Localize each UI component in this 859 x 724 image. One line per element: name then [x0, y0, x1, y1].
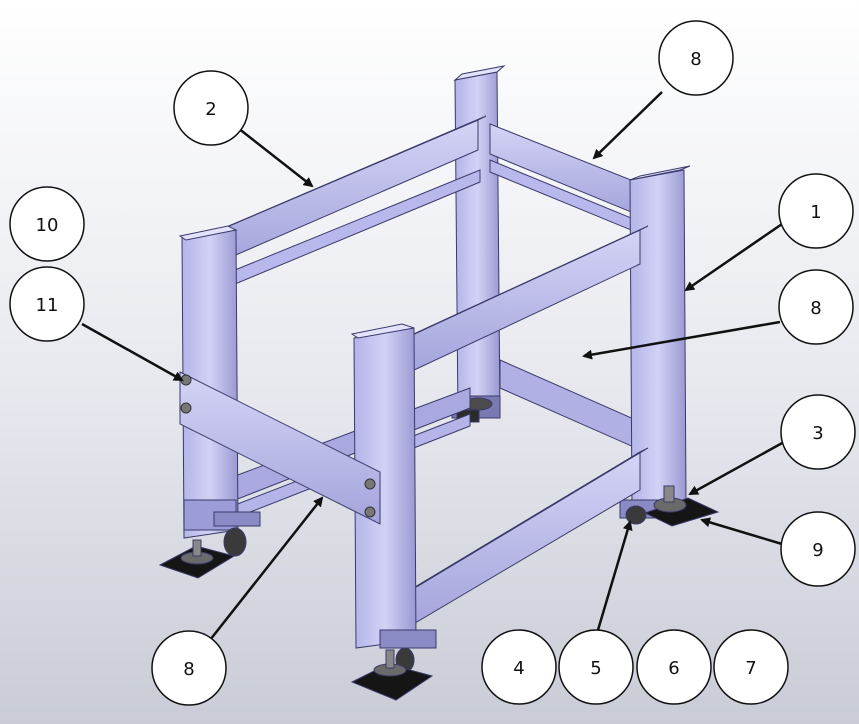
leader-4-7 — [596, 520, 633, 631]
post-back-left — [178, 225, 239, 539]
svg-text:11: 11 — [36, 295, 59, 316]
svg-text:8: 8 — [810, 298, 821, 319]
caster-back-left — [213, 511, 261, 557]
leveling-foot-front-left — [350, 629, 437, 701]
callout-bubble-8-mid: 8 — [778, 269, 854, 345]
svg-text:5: 5 — [590, 658, 601, 679]
svg-text:9: 9 — [812, 540, 823, 561]
beam-top-front — [409, 225, 649, 373]
svg-text:8: 8 — [690, 49, 701, 70]
beam-top-back — [214, 115, 487, 285]
callout-bubble-10: 10 — [9, 186, 85, 262]
leader-lines — [81, 91, 785, 641]
leader-8-mid — [582, 320, 781, 360]
svg-text:6: 6 — [668, 658, 679, 679]
callout-bubble-11: 11 — [9, 266, 85, 342]
svg-text:7: 7 — [745, 658, 756, 679]
leveling-foot-front-right — [619, 485, 720, 527]
callout-bubble-4: 4 — [481, 629, 557, 705]
leader-11 — [81, 322, 184, 382]
callout-bubble-2: 2 — [173, 70, 249, 146]
callout-bubble-8-bottom: 8 — [151, 630, 227, 706]
callout-bubble-8-top: 8 — [658, 20, 734, 96]
post-front-left — [350, 323, 417, 649]
leader-8-bottom — [209, 496, 324, 641]
leader-8-top — [592, 91, 663, 160]
svg-text:1: 1 — [810, 202, 821, 223]
callout-bubble-1: 1 — [778, 173, 854, 249]
leader-1 — [684, 222, 783, 292]
callout-bubble-3: 3 — [780, 394, 856, 470]
callout-bubble-9: 9 — [780, 511, 856, 587]
frame-structure — [158, 65, 720, 701]
svg-text:8: 8 — [183, 659, 194, 680]
leader-9 — [700, 517, 783, 546]
callout-bubble-7: 7 — [713, 629, 789, 705]
svg-text:10: 10 — [36, 215, 59, 236]
svg-text:2: 2 — [205, 99, 216, 120]
side-bolted-plate — [179, 371, 381, 525]
callout-bubble-6: 6 — [636, 629, 712, 705]
leader-2 — [237, 127, 314, 188]
callout-bubble-5: 5 — [558, 629, 634, 705]
svg-text:3: 3 — [812, 423, 823, 444]
leader-3 — [688, 440, 785, 496]
leveling-foot-back-left — [158, 539, 236, 579]
beam-bottom-front — [409, 447, 649, 627]
svg-text:4: 4 — [513, 658, 524, 679]
